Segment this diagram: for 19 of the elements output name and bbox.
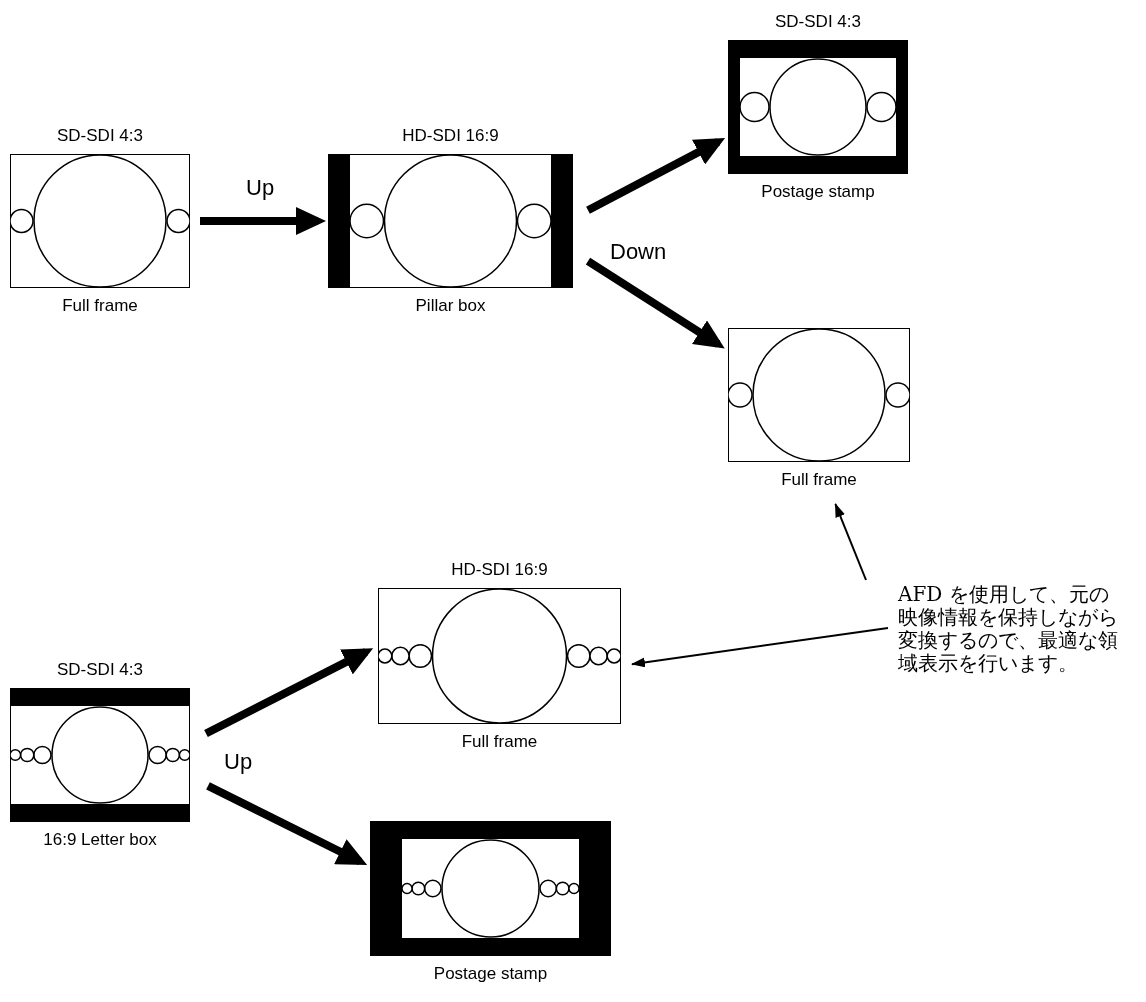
frame-caption: Full frame — [62, 296, 138, 316]
frame-caption: Full frame — [781, 470, 857, 490]
frame-caption: Full frame — [461, 732, 538, 752]
arrow — [204, 648, 374, 738]
format-heading: SD-SDI 4:3 — [57, 660, 143, 680]
frame-caption: Pillar box — [415, 296, 486, 316]
frame-caption: 16:9 Letter box — [43, 830, 157, 850]
frame-caption: Postage stamp — [761, 182, 875, 202]
frame-caption: Postage stamp — [433, 964, 548, 984]
note-text: AFD を使用して、元の映像情報を保持しながら変換するので、最適な領域表示を行います。 — [898, 583, 1128, 675]
arrow — [586, 138, 726, 214]
format-heading: SD-SDI 4:3 — [57, 126, 143, 146]
format-heading: HD-SDI 16:9 — [451, 560, 548, 580]
format-heading: HD-SDI 16:9 — [402, 126, 499, 146]
arrow — [585, 257, 725, 349]
arrow — [834, 503, 867, 581]
arrow — [206, 782, 368, 866]
format-heading: SD-SDI 4:3 — [775, 12, 861, 32]
arrow — [631, 627, 889, 668]
